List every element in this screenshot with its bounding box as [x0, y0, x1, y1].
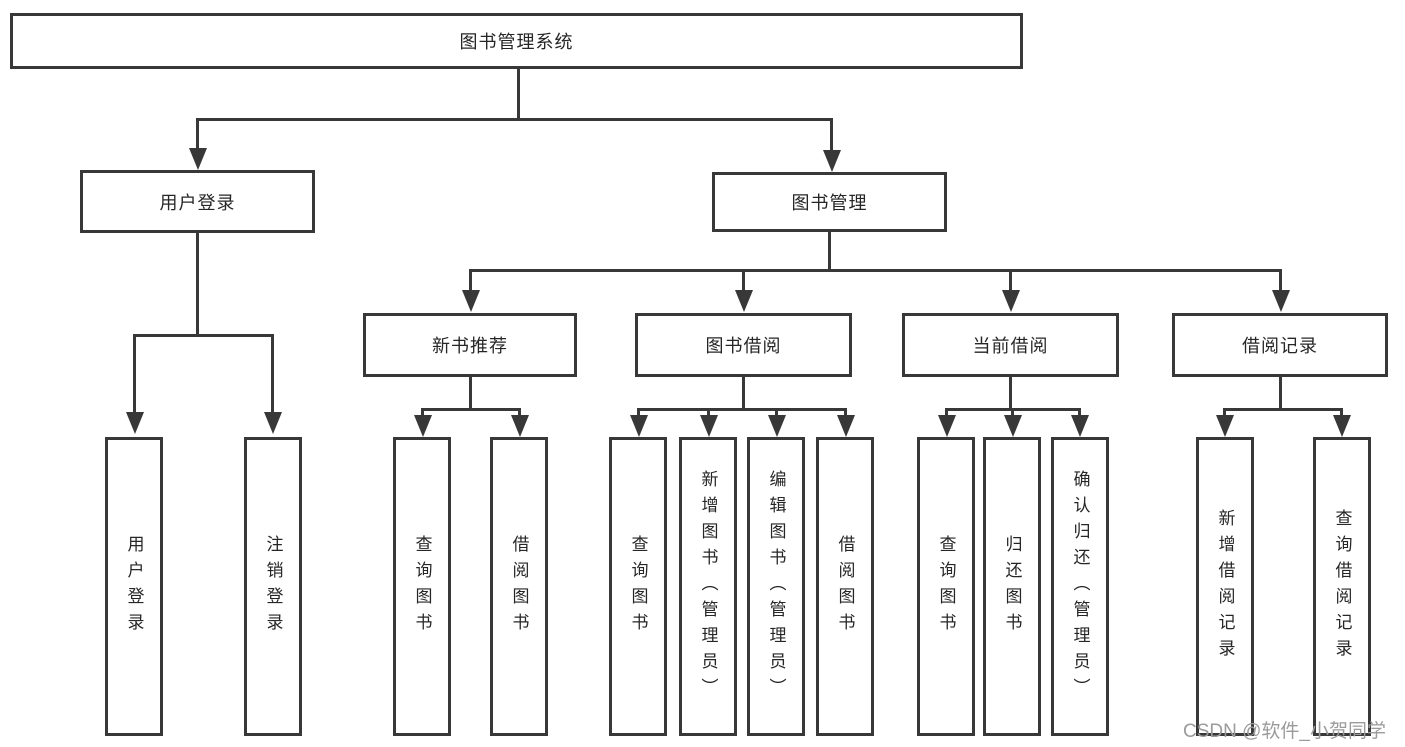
- node-borrow-record: 借阅记录: [1172, 313, 1388, 377]
- arrow-down-icon: [735, 290, 753, 312]
- arrow-down-icon: [1216, 415, 1234, 437]
- arrow-down-icon: [1333, 415, 1351, 437]
- arrow-down-icon: [938, 415, 956, 437]
- arrow-down-icon: [837, 415, 855, 437]
- leaf-label: 归还图书: [1002, 534, 1022, 639]
- connector-stem: [742, 377, 745, 410]
- leaf-label: 查询借阅记录: [1332, 508, 1352, 665]
- connector-drop: [1009, 269, 1012, 292]
- leaf-query-borrow-record: 查询借阅记录: [1313, 437, 1371, 736]
- leaf-query-book-2: 查询图书: [609, 437, 667, 736]
- leaf-label: 查询图书: [412, 534, 432, 639]
- connector-drop: [271, 334, 274, 413]
- leaf-borrow-book-1: 借阅图书: [490, 437, 548, 736]
- connector-book-mgmt-branch: [469, 269, 1282, 272]
- connector-root-stem: [517, 69, 520, 121]
- leaf-logout: 注销登录: [244, 437, 302, 736]
- node-user-login-label: 用户登录: [159, 192, 236, 213]
- leaf-borrow-book-2: 借阅图书: [816, 437, 874, 736]
- leaf-add-book-admin: 新增图书（管理员）: [679, 437, 737, 736]
- connector-drop: [742, 269, 745, 292]
- connector-drop: [518, 408, 521, 417]
- leaf-query-book-3: 查询图书: [917, 437, 975, 736]
- arrow-down-icon: [700, 415, 718, 437]
- arrow-down-icon: [126, 412, 144, 434]
- connector-root-drop-right: [830, 118, 833, 152]
- node-user-login: 用户登录: [80, 170, 315, 233]
- csdn-watermark: CSDN @软件_小贺同学: [1183, 721, 1386, 742]
- node-root-label: 图书管理系统: [459, 32, 574, 52]
- leaf-label: 确认归还（管理员）: [1070, 469, 1090, 704]
- arrow-down-icon: [189, 148, 207, 170]
- connector-book-mgmt-stem: [828, 232, 831, 272]
- arrow-down-icon: [768, 415, 786, 437]
- connector-drop: [421, 408, 424, 417]
- arrow-down-icon: [823, 150, 841, 172]
- node-current-borrow-label: 当前借阅: [972, 336, 1049, 356]
- node-book-borrow: 图书借阅: [635, 313, 852, 377]
- connector-drop: [1279, 269, 1282, 292]
- connector-drop: [1011, 408, 1014, 417]
- leaf-user-login: 用户登录: [105, 437, 163, 736]
- connector-branch: [1223, 408, 1343, 411]
- arrow-down-icon: [462, 290, 480, 312]
- leaf-label: 新增借阅记录: [1215, 508, 1235, 665]
- connector-branch: [421, 408, 521, 411]
- leaf-confirm-return-admin: 确认归还（管理员）: [1051, 437, 1109, 736]
- arrow-down-icon: [1071, 415, 1089, 437]
- node-book-management-label: 图书管理: [791, 193, 868, 213]
- connector-root-drop-left: [196, 118, 199, 150]
- connector-branch: [637, 408, 846, 411]
- arrow-down-icon: [264, 412, 282, 434]
- node-current-borrow: 当前借阅: [902, 313, 1119, 377]
- connector-user-login-stem: [196, 233, 199, 336]
- leaf-query-book-1: 查询图书: [393, 437, 451, 736]
- leaf-label: 新增图书（管理员）: [698, 469, 718, 704]
- leaf-label: 借阅图书: [509, 534, 529, 639]
- connector-drop: [1340, 408, 1343, 417]
- connector-drop: [1078, 408, 1081, 417]
- connector-stem: [1279, 377, 1282, 410]
- leaf-return-book: 归还图书: [983, 437, 1041, 736]
- connector-stem: [469, 377, 472, 410]
- node-book-management: 图书管理: [712, 172, 947, 232]
- leaf-label: 用户登录: [124, 534, 144, 639]
- leaf-label: 借阅图书: [835, 534, 855, 639]
- connector-drop: [637, 408, 640, 417]
- connector-root-branch: [196, 118, 833, 121]
- node-book-borrow-label: 图书借阅: [705, 336, 782, 356]
- connector-drop: [469, 269, 472, 292]
- connector-user-login-branch: [133, 334, 274, 337]
- connector-drop: [707, 408, 710, 417]
- leaf-label: 注销登录: [263, 534, 283, 639]
- arrow-down-icon: [414, 415, 432, 437]
- leaf-label: 编辑图书（管理员）: [766, 469, 786, 704]
- node-borrow-record-label: 借阅记录: [1242, 336, 1318, 356]
- node-new-book-recommend-label: 新书推荐: [432, 336, 508, 356]
- connector-drop: [844, 408, 847, 417]
- connector-drop: [945, 408, 948, 417]
- leaf-label: 查询图书: [936, 534, 956, 639]
- connector-drop: [1223, 408, 1226, 417]
- leaf-edit-book-admin: 编辑图书（管理员）: [747, 437, 805, 736]
- node-new-book-recommend: 新书推荐: [363, 313, 577, 377]
- leaf-add-borrow-record: 新增借阅记录: [1196, 437, 1254, 736]
- arrow-down-icon: [1002, 290, 1020, 312]
- node-root: 图书管理系统: [10, 13, 1023, 69]
- arrow-down-icon: [1272, 290, 1290, 312]
- connector-drop: [775, 408, 778, 417]
- arrow-down-icon: [630, 415, 648, 437]
- arrow-down-icon: [511, 415, 529, 437]
- leaf-label: 查询图书: [628, 534, 648, 639]
- arrow-down-icon: [1004, 415, 1022, 437]
- connector-drop: [133, 334, 136, 413]
- connector-stem: [1009, 377, 1012, 410]
